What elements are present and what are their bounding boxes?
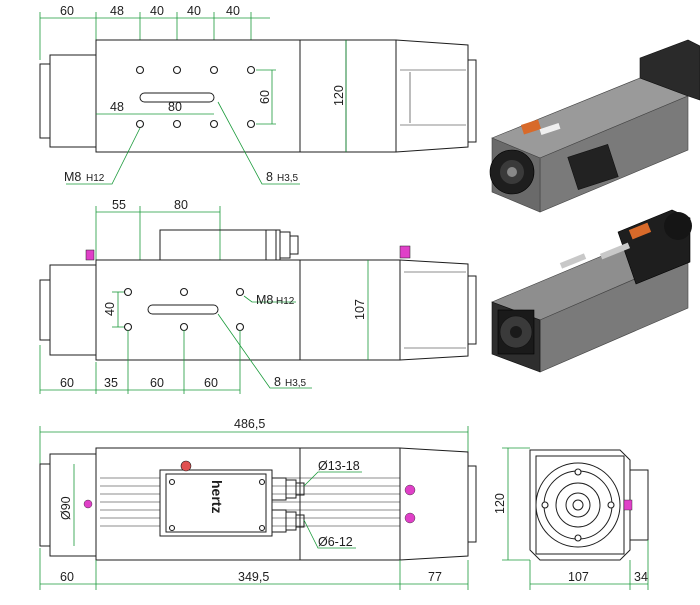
top-hole xyxy=(209,119,219,129)
top-dim-48: 48 xyxy=(110,4,124,18)
top-label-m8: M8 xyxy=(64,170,81,184)
bottom-dim-77: 77 xyxy=(428,570,442,584)
render-spindle-rear xyxy=(491,209,692,373)
front-hole xyxy=(235,287,245,297)
bottom-connector xyxy=(159,469,273,537)
front-view: 55 80 40 107 xyxy=(39,198,477,394)
bottom-label-port-a: Ø13-18 xyxy=(318,459,360,473)
top-dim-40c: 40 xyxy=(226,4,240,18)
top-hole xyxy=(135,119,145,129)
top-hole xyxy=(209,65,219,75)
bottom-label-port-b: Ø6-12 xyxy=(318,535,353,549)
end-view: 120 107 34 xyxy=(493,447,649,590)
front-hole xyxy=(123,322,133,332)
front-hole xyxy=(179,287,189,297)
bottom-brand: hertz xyxy=(209,480,225,513)
front-hole xyxy=(235,322,245,332)
top-collar xyxy=(49,54,97,148)
front-dim-b60b: 60 xyxy=(150,376,164,390)
top-hole xyxy=(246,119,256,129)
front-label-m8: M8 xyxy=(256,293,273,307)
bottom-ribs xyxy=(100,477,400,527)
top-label-8: 8 xyxy=(266,170,273,184)
end-dim-34: 34 xyxy=(634,570,648,584)
front-label-h12: H12 xyxy=(276,296,295,307)
front-nose xyxy=(39,279,51,341)
top-dim-80-slot: 80 xyxy=(168,100,182,114)
front-dim-107: 107 xyxy=(353,299,367,320)
top-dim-60-vert: 60 xyxy=(258,90,272,104)
front-label-8: 8 xyxy=(274,375,281,389)
front-dim-40: 40 xyxy=(103,302,117,316)
bottom-fitting-right-a xyxy=(404,484,416,496)
front-dim-b60a: 60 xyxy=(60,376,74,390)
render-connector xyxy=(567,143,619,191)
end-fitting xyxy=(623,499,633,511)
end-housing xyxy=(529,449,631,561)
bottom-view: 486,5 Ø90 xyxy=(39,417,477,590)
top-dim-40a: 40 xyxy=(150,4,164,18)
top-hole xyxy=(135,65,145,75)
top-view: 60 48 40 40 40 48 80 xyxy=(39,4,477,185)
front-dim-b60c: 60 xyxy=(204,376,218,390)
bottom-fitting-right-b xyxy=(404,512,416,524)
front-hole xyxy=(123,287,133,297)
top-dim-40b: 40 xyxy=(187,4,201,18)
top-dim-60: 60 xyxy=(60,4,74,18)
top-body xyxy=(95,39,397,153)
top-hole xyxy=(246,65,256,75)
top-rear-cap xyxy=(395,39,469,153)
bottom-nose xyxy=(39,463,51,547)
top-label-h12: H12 xyxy=(86,173,105,184)
end-connector-box xyxy=(629,469,649,541)
top-hole xyxy=(172,119,182,129)
front-dim-55: 55 xyxy=(112,198,126,212)
front-hole xyxy=(179,322,189,332)
front-label-h35: H3,5 xyxy=(285,378,307,389)
bottom-knob xyxy=(180,460,192,472)
bottom-dim-dia: Ø90 xyxy=(59,496,73,520)
front-body xyxy=(95,259,401,361)
end-dim-107: 107 xyxy=(568,570,589,584)
front-dim-b35: 35 xyxy=(104,376,118,390)
front-slot xyxy=(147,304,219,315)
front-dim-80: 80 xyxy=(174,198,188,212)
bottom-dim-60: 60 xyxy=(60,570,74,584)
top-slot xyxy=(139,92,215,103)
end-dim-120: 120 xyxy=(493,493,507,514)
bottom-fitting-left xyxy=(83,499,93,509)
top-dim-120: 120 xyxy=(332,85,346,106)
top-label-h35: H3,5 xyxy=(277,173,299,184)
top-hole xyxy=(172,65,182,75)
end-outer-ring xyxy=(535,462,621,548)
bottom-dim-total: 486,5 xyxy=(234,417,265,431)
render-spindle-front xyxy=(489,39,700,213)
top-nose xyxy=(39,63,51,139)
bottom-dim-3495: 349,5 xyxy=(238,570,269,584)
top-dim-48-slot: 48 xyxy=(110,100,124,114)
front-fitting-left xyxy=(85,249,95,261)
front-fitting-right xyxy=(399,245,411,259)
